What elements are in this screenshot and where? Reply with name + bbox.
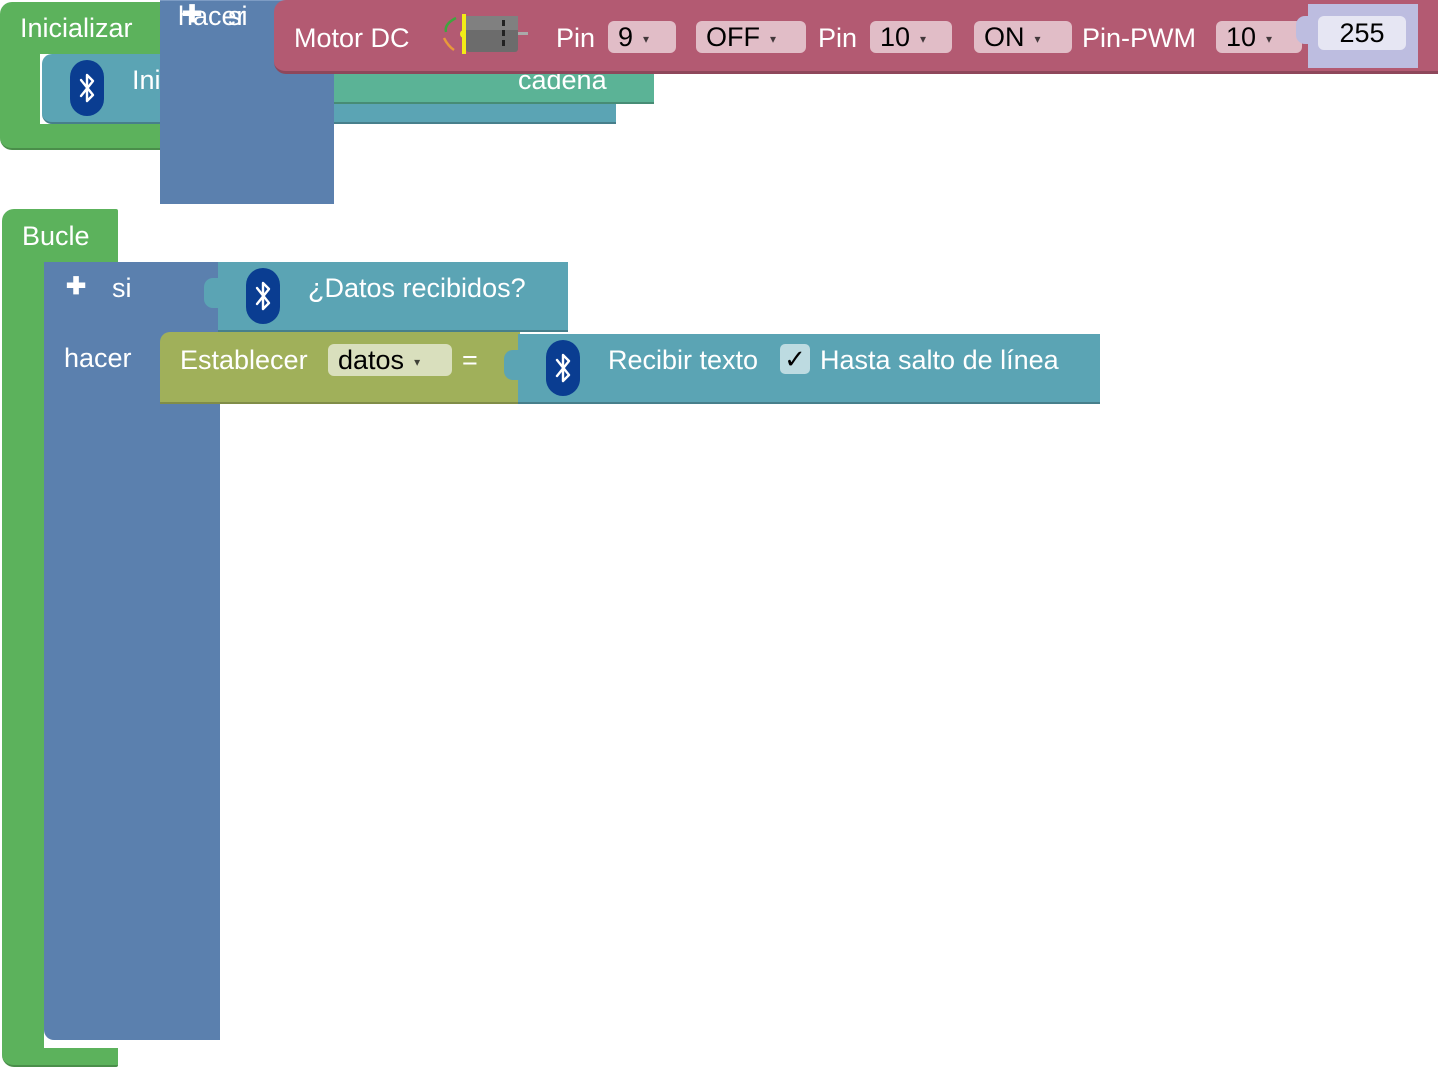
chevron-down-icon: ▾ bbox=[1034, 31, 1041, 46]
pin-label: Pin bbox=[556, 23, 596, 53]
plus-icon[interactable]: ✚ bbox=[66, 273, 87, 300]
receive-text-label: Recibir texto bbox=[608, 345, 759, 375]
chevron-down-icon: ▾ bbox=[1266, 31, 1273, 46]
dc-motor-icon bbox=[440, 12, 530, 56]
chevron-down-icon: ▾ bbox=[643, 31, 650, 46]
until-newline-label: Hasta salto de línea bbox=[820, 345, 1059, 375]
input-notch bbox=[1296, 16, 1310, 44]
equals-label: = bbox=[462, 345, 478, 375]
plus-icon[interactable]: ✚ bbox=[182, 1, 203, 28]
state2-dropdown[interactable]: ON▾ bbox=[974, 21, 1072, 53]
state1-dropdown[interactable]: OFF▾ bbox=[696, 21, 806, 53]
bluetooth-icon bbox=[246, 268, 280, 324]
set-label: Establecer bbox=[180, 345, 308, 375]
pin2-dropdown[interactable]: 10▾ bbox=[870, 21, 952, 53]
bluetooth-icon bbox=[546, 340, 580, 396]
motor-dc-block[interactable]: Motor DC Pin 9▾ OFF▾ Pin 10▾ ON▾ Pin-PWM… bbox=[274, 0, 1438, 74]
receive-text-block[interactable]: Recibir texto ✓ Hasta salto de línea bbox=[504, 334, 1100, 404]
speed-number-block[interactable]: 255 bbox=[1296, 4, 1418, 68]
data-received-block[interactable]: ¿Datos recibidos? bbox=[204, 262, 568, 332]
data-received-label: ¿Datos recibidos? bbox=[308, 273, 526, 303]
set-variable-block[interactable]: Establecer datos▾ = bbox=[160, 332, 520, 404]
outer-if-header bbox=[44, 262, 220, 332]
chevron-down-icon: ▾ bbox=[920, 31, 927, 46]
pin-label: Pin bbox=[818, 23, 858, 53]
chevron-down-icon: ▾ bbox=[414, 354, 421, 369]
pwm-pin-dropdown[interactable]: 10▾ bbox=[1216, 21, 1302, 53]
loop-block-title: Bucle bbox=[22, 221, 90, 251]
input-notch bbox=[504, 350, 522, 380]
init-block-title: Inicializar bbox=[20, 13, 133, 43]
inner-do-label: hacer bbox=[178, 1, 246, 31]
outer-if-label: si bbox=[112, 273, 132, 303]
variable-dropdown[interactable]: datos▾ bbox=[328, 344, 452, 376]
chevron-down-icon: ▾ bbox=[770, 31, 777, 46]
pwm-label: Pin-PWM bbox=[1082, 23, 1196, 53]
motor-dc-label: Motor DC bbox=[294, 23, 410, 53]
pin1-dropdown[interactable]: 9▾ bbox=[608, 21, 676, 53]
input-notch bbox=[204, 278, 222, 308]
outer-do-label: hacer bbox=[64, 343, 132, 373]
bluetooth-icon bbox=[70, 60, 104, 116]
speed-input[interactable]: 255 bbox=[1318, 16, 1406, 50]
until-newline-checkbox[interactable]: ✓ bbox=[780, 344, 810, 374]
inner-if-label: si bbox=[228, 1, 248, 31]
